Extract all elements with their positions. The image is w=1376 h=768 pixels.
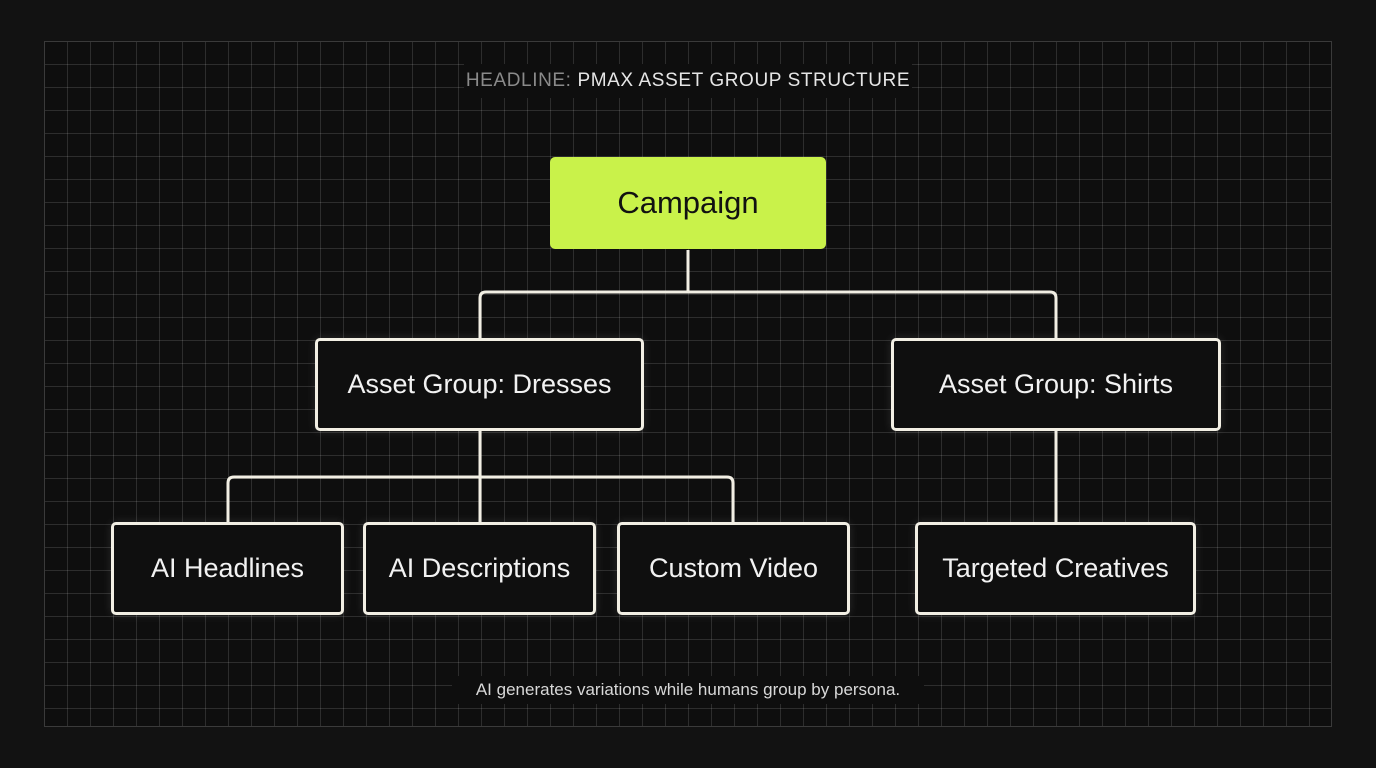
connector-dresses-to-assets [226,430,735,524]
custom-video-node: Custom Video [617,522,850,615]
ai-descriptions-node: AI Descriptions [363,522,596,615]
asset-group-dresses-node: Asset Group: Dresses [315,338,644,431]
connector-campaign-to-groups [478,250,1058,340]
headline-prefix: HEADLINE: [465,70,572,91]
headline-title: PMAX ASSET GROUP STRUCTURE [577,70,911,91]
headline: HEADLINE: PMAX ASSET GROUP STRUCTURE [464,64,912,98]
targeted-creatives-node: Targeted Creatives [915,522,1196,615]
diagram-caption: AI generates variations while humans gro… [452,676,924,704]
asset-group-shirts-node: Asset Group: Shirts [891,338,1221,431]
campaign-node: Campaign [550,157,826,249]
ai-headlines-node: AI Headlines [111,522,344,615]
